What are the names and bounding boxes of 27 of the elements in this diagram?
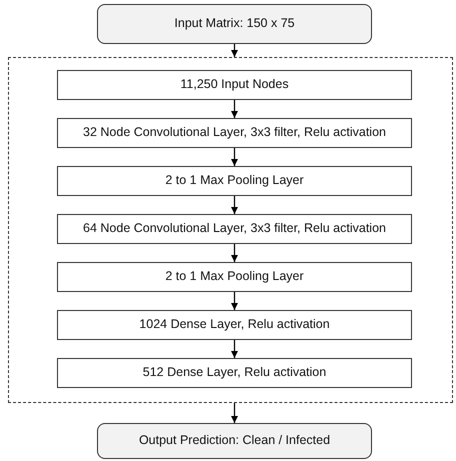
arrow <box>230 44 238 57</box>
arrow <box>230 244 238 262</box>
node-label: 32 Node Convolutional Layer, 3x3 filter, Relu activation <box>83 125 386 141</box>
dashed-group-frame <box>8 57 453 403</box>
layer-box <box>57 118 412 148</box>
layer-box <box>57 70 412 100</box>
arrow <box>230 340 238 358</box>
layer-box <box>57 166 412 196</box>
node-label: Output Prediction: Clean / Infected <box>138 433 330 449</box>
node-label: 512 Dense Layer, Relu activation <box>142 365 326 381</box>
node-label: 1024 Dense Layer, Relu activation <box>139 317 330 333</box>
node-label: 64 Node Convolutional Layer, 3x3 filter, Relu activation <box>83 221 386 237</box>
arrow <box>230 148 238 166</box>
node-label: 2 to 1 Max Pooling Layer <box>165 269 304 285</box>
layer-box <box>57 358 412 388</box>
node-label: 2 to 1 Max Pooling Layer <box>165 173 304 189</box>
layer-box <box>57 262 412 292</box>
layer-box <box>57 310 412 340</box>
node-label: 11,250 Input Nodes <box>180 77 289 93</box>
arrow <box>230 100 238 118</box>
arrow <box>230 292 238 310</box>
arrow <box>230 403 238 423</box>
layer-box <box>57 214 412 244</box>
terminal-box <box>97 4 372 44</box>
node-label: Input Matrix: 150 x 75 <box>174 16 295 32</box>
terminal-box <box>97 423 372 459</box>
arrow <box>230 196 238 214</box>
